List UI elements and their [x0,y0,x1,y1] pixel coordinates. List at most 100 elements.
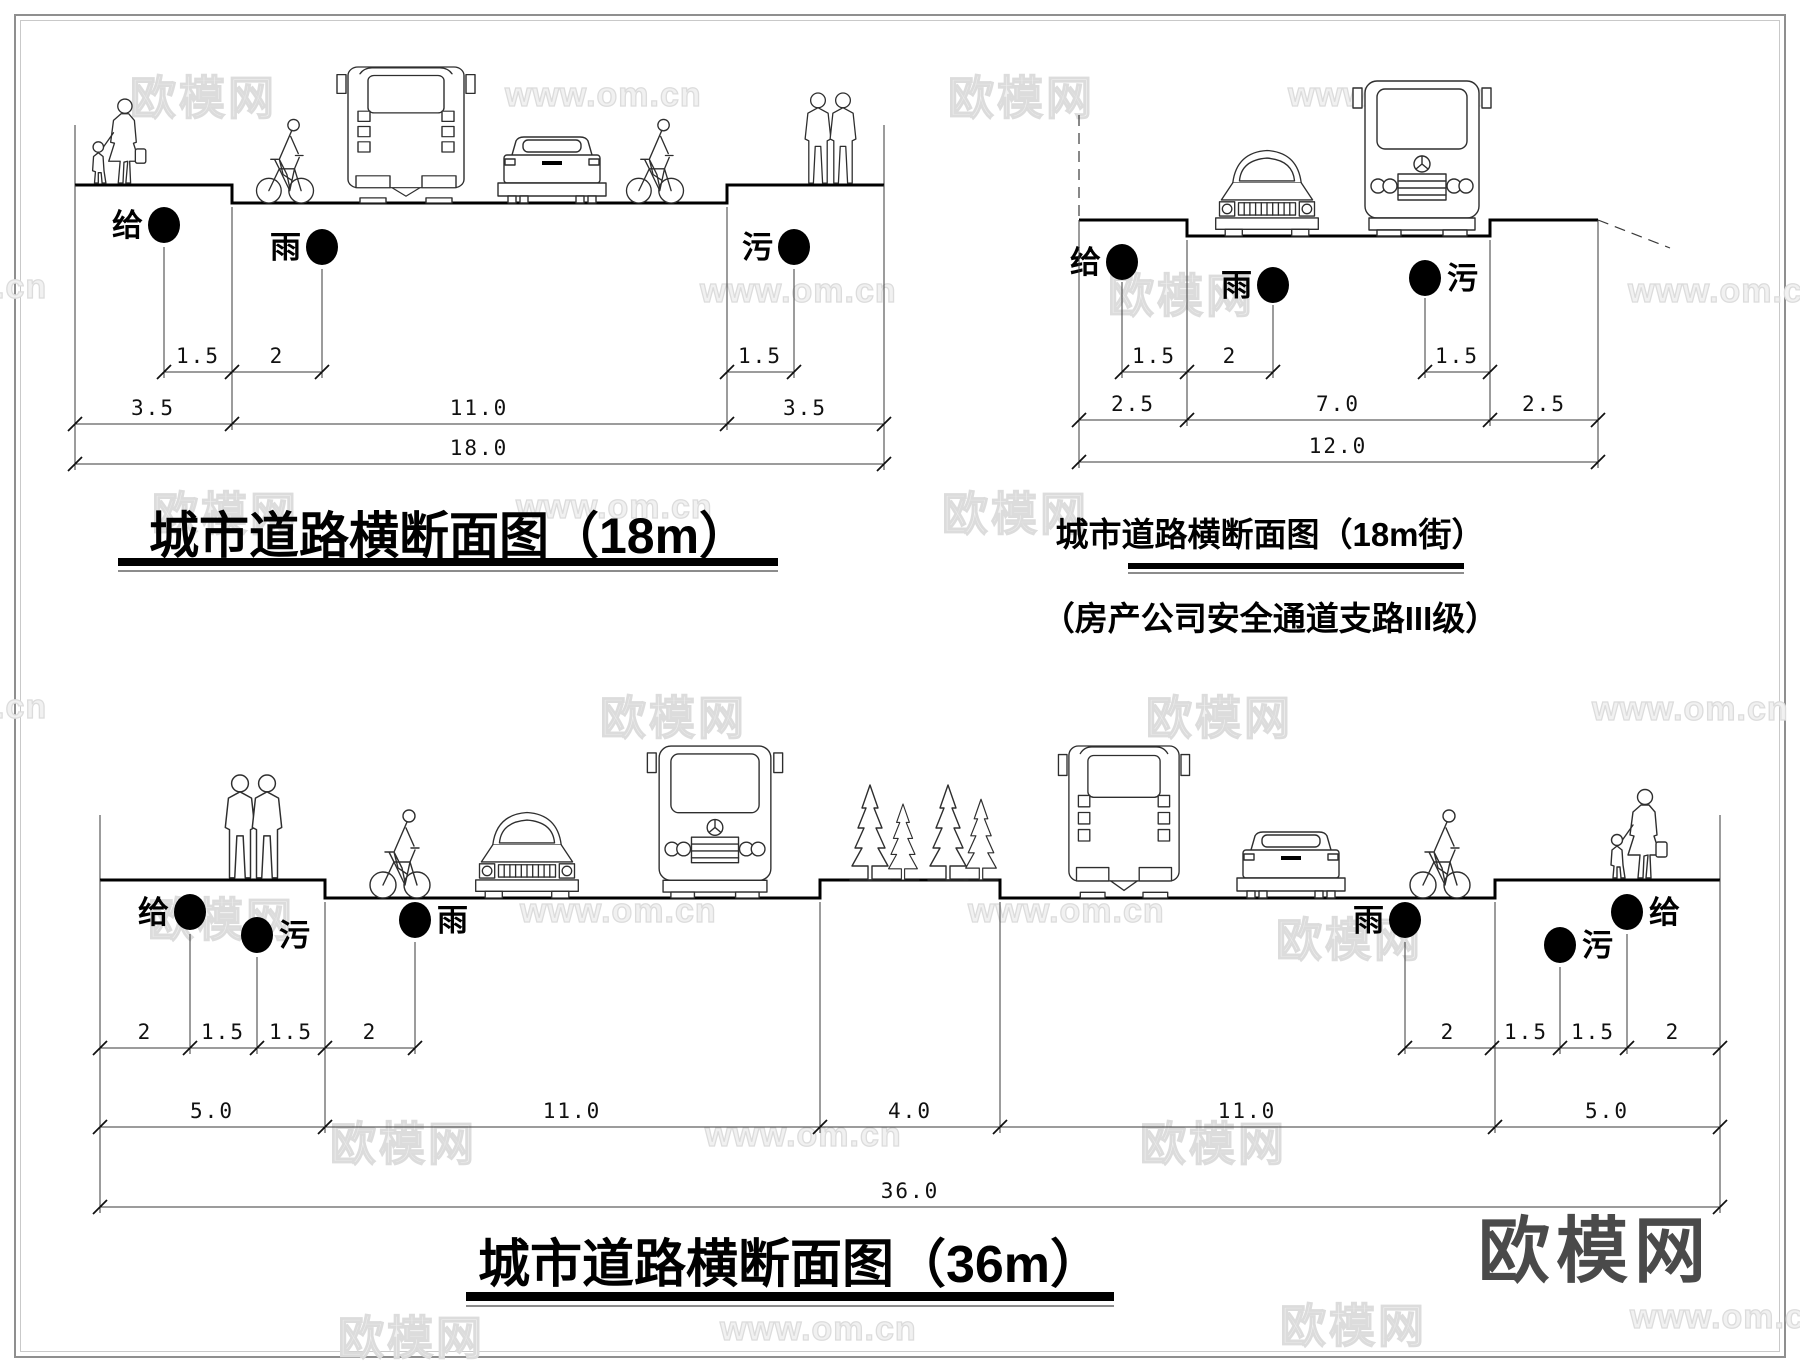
pipe-label-sewage: 污 [742,230,773,265]
cyclist-art [369,809,431,899]
watermark-text: om.cn [0,687,48,726]
watermark-text: www.om.cn [704,1115,902,1154]
pipe-label-water: 给 [1649,895,1680,930]
section-title-18m: 城市道路横断面图（18m） [148,508,750,564]
pipe-dot-rain [1389,902,1421,938]
dim-label: 1.5 [201,1020,245,1044]
pipe-dot-sewage [241,917,273,953]
pedestrian-art [829,92,857,184]
dim-label: 2.5 [1111,392,1155,416]
dim-label: 1.5 [269,1020,313,1044]
dimension-lines-36m: 2 1.5 1.5 2 2 1.5 1.5 2 5.0 11.0 4.0 11.… [92,880,1728,1215]
watermark-text: 欧模网 [337,1311,485,1364]
cross-section-12m-drawing: 给 雨 污 1.5 2 1.5 2.5 7.0 2.5 12.0 [1070,80,1671,470]
truck-rear-art [336,66,476,204]
watermark-text: www.om.cn [1627,271,1800,310]
title-underline-thin-36m [466,1305,1114,1307]
pipe-dot-sewage [778,229,810,265]
bus-front-art [1352,80,1492,237]
pipe-dot-sewage [1409,260,1441,296]
title-underline-thin-18m [118,570,778,572]
pipe-dot-water [148,207,180,243]
pipe-label-sewage: 污 [279,918,310,953]
truck-rear-art [1057,745,1191,899]
car-front-art [1215,149,1319,237]
dim-label: 11.0 [543,1099,602,1123]
bus-front-art [646,745,784,899]
dimension-lines-18m: 1.5 2 1.5 3.5 11.0 3.5 18.0 [67,185,892,472]
pipe-dot-sewage [1544,927,1576,963]
car-rear-art [1235,830,1347,900]
watermark-text: 欧模网 [1279,1299,1427,1352]
utility-pipes-18m: 给 雨 污 [112,207,810,265]
cross-section-36m-drawing: 给 污 雨 雨 污 给 2 1.5 1.5 2 2 1.5 1.5 2 5.0 … [92,745,1728,1215]
dim-label: 2.5 [1522,392,1566,416]
pipe-label-water: 给 [1070,245,1101,280]
dim-label: 2 [138,1020,153,1044]
pipe-dot-water [1106,244,1138,280]
watermark-text: 欧模网 [1145,691,1293,744]
dim-label: 7.0 [1316,392,1360,416]
section-title-12m: 城市道路横断面图（18m街） [1055,516,1485,553]
utility-pipes-36m-left: 给 污 雨 [138,894,468,953]
pipe-label-rain: 雨 [1353,903,1384,938]
pipe-label-water: 给 [138,895,169,930]
dim-label-total: 36.0 [881,1179,940,1203]
pipe-label-sewage: 污 [1447,261,1478,296]
dim-label: 1.5 [1504,1020,1548,1044]
tree-art [927,784,969,881]
dim-label: 5.0 [190,1099,234,1123]
watermark-text: 欧模网 [151,487,299,540]
section-title-36m: 城市道路横断面图（36m） [477,1236,1103,1294]
dim-label: 11.0 [1218,1099,1277,1123]
watermark-text: www.om.cn [504,75,702,114]
tree-art [886,803,920,881]
dim-label: 3.5 [131,396,175,420]
car-rear-art [496,135,608,205]
watermark-text: www.om.cn [515,487,713,526]
ground-profile-18m [74,125,885,205]
pipe-label-sewage: 污 [1582,928,1613,963]
section-subtitle-12m: （房产公司安全通道支路III级） [1041,600,1499,637]
figures-12m [1215,80,1492,237]
title-underline-18m [118,558,778,566]
watermark-text: www.om.cn [699,271,897,310]
tree-art [963,798,999,881]
dim-label: 1.5 [738,344,782,368]
watermark-text: 欧模网 [941,487,1089,540]
cyclist-art [255,118,315,204]
figures-18m [91,66,857,205]
pipe-label-water: 给 [112,208,143,243]
pipe-label-rain: 雨 [437,903,468,938]
dim-label: 1.5 [1571,1020,1615,1044]
watermark-text: 欧模网 [1139,1117,1287,1170]
title-underline-thin-12m [1128,572,1464,574]
median-trees [849,784,999,881]
pedestrian-art [251,774,283,879]
pipe-dot-water [174,894,206,930]
pipe-dot-water [1611,894,1643,930]
watermark-text: www.om.cn [1591,689,1789,728]
dim-label: 11.0 [450,396,509,420]
title-underline-36m [466,1292,1114,1301]
dim-label: 2 [363,1020,378,1044]
watermark-text: 欧模网 [599,691,747,744]
dim-label: 2 [1666,1020,1681,1044]
dim-label: 1.5 [1132,344,1176,368]
pipe-dot-rain [1257,267,1289,303]
dim-label: 1.5 [1435,344,1479,368]
pedestrian-woman-child-art [1610,788,1668,879]
dim-label: 5.0 [1585,1099,1629,1123]
dim-label-total: 12.0 [1309,434,1368,458]
pedestrian-woman-child-art [91,98,147,184]
pipe-dot-rain [399,902,431,938]
pedestrian-art [224,774,256,879]
car-front-art [475,811,579,899]
watermark-text: 欧模网 [1107,269,1255,322]
title-underline-12m [1128,563,1464,569]
cross-section-18m-drawing: 给 雨 污 1.5 2 1.5 3.5 11.0 3.5 18.0 [67,66,892,472]
cyclist-art [625,118,685,204]
watermark-text: om.cn [0,267,48,306]
dim-label: 2 [1441,1020,1456,1044]
